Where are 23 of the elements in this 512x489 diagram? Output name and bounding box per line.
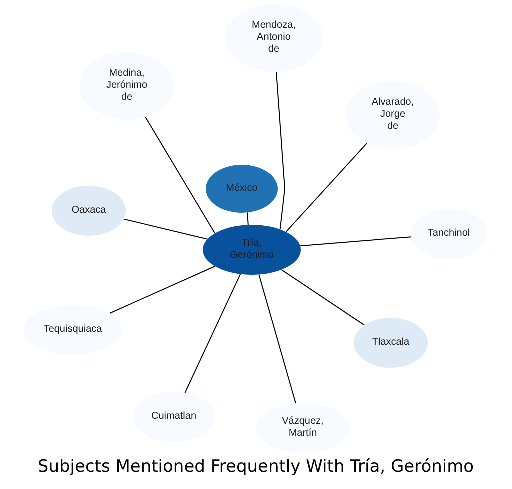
node-label: Mendoza, Antonio de (252, 20, 296, 56)
node-label: Tanchinol (428, 228, 470, 240)
node-label: Cuimatlan (151, 411, 197, 423)
connector-line (123, 218, 208, 240)
diagram-title: Subjects Mentioned Frequently With Tría, Gerónimo (38, 456, 474, 478)
connector-line (247, 212, 249, 226)
connector-line (276, 72, 286, 230)
connector-line (286, 142, 368, 233)
node-label: Oaxaca (72, 205, 106, 217)
node-label: Medina, Jerónimo de (106, 68, 148, 104)
node-label: Tría, Gerónimo (230, 238, 274, 262)
connector-line (184, 274, 242, 394)
connector-line (145, 116, 216, 234)
node-label: Tequisquiaca (44, 324, 102, 336)
node-label: Alvarado, Jorge de (372, 97, 414, 133)
connector-line (300, 236, 412, 247)
ellipse-node (203, 225, 301, 275)
connector-line (109, 266, 216, 314)
connector-line (258, 274, 296, 404)
node-label: Tlaxcala (372, 337, 410, 349)
connector-line (281, 269, 366, 326)
node-label: Vázquez, Martín (282, 416, 324, 440)
node-label: México (226, 183, 258, 195)
